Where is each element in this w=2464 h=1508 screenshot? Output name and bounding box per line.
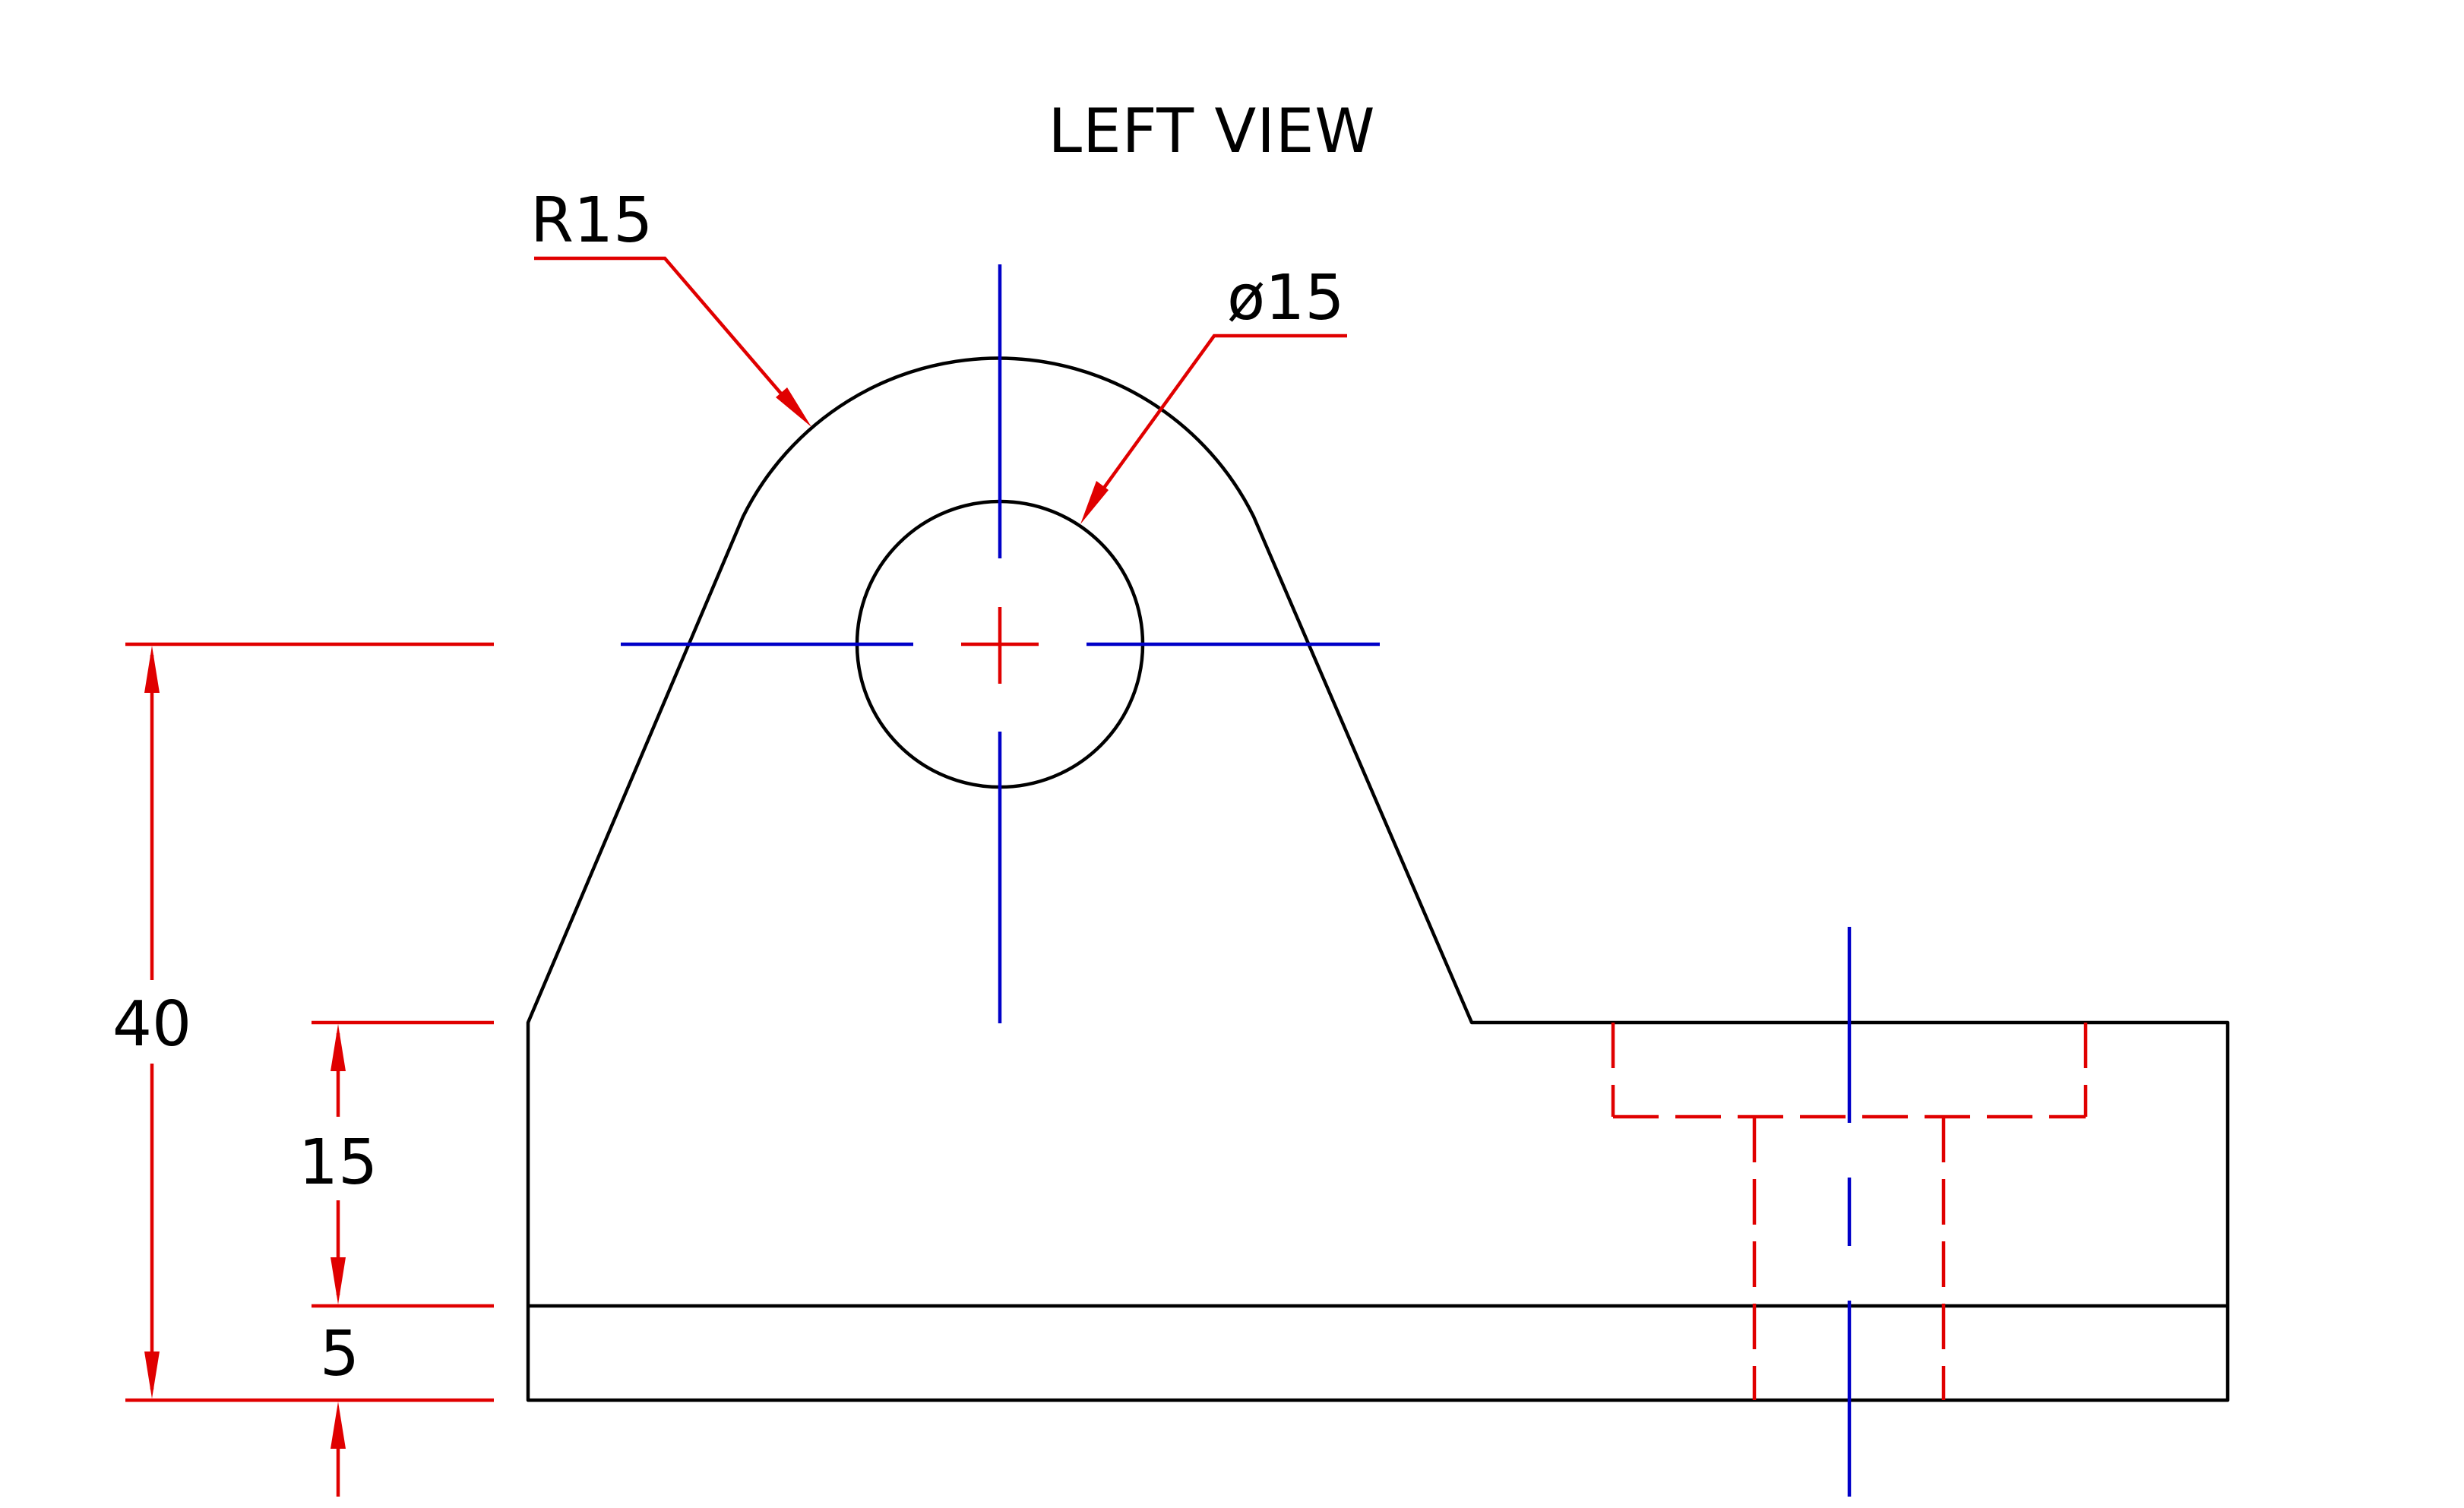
dimension-height-15-and-5: [312, 1020, 494, 1497]
view-title: LEFT VIEW: [1049, 96, 1376, 166]
radius-label: R15: [530, 185, 653, 257]
leader-line-dia15: [1093, 334, 1347, 503]
centerlines: [621, 264, 1852, 1497]
dimension-text-40: 40: [112, 988, 191, 1061]
arrowhead-r15: [776, 387, 811, 427]
arrowhead-15-bottom: [331, 1257, 346, 1304]
arrowhead-40-bottom: [144, 1352, 160, 1399]
hole-center-mark: [961, 607, 1039, 684]
leader-diameter: [1080, 334, 1347, 524]
dimension-text-15: 15: [299, 1127, 378, 1199]
diameter-label: ø15: [1227, 262, 1345, 334]
leader-radius: [534, 256, 811, 427]
arrowhead-dia15: [1080, 481, 1109, 524]
part-contour: [526, 356, 2230, 1402]
counterbore-hidden-lines: [1611, 1023, 2088, 1400]
leader-line-r15: [534, 256, 792, 406]
dimension-text-5: 5: [320, 1318, 359, 1390]
arrowhead-5-bottom: [331, 1402, 346, 1449]
arrowhead-15-top: [331, 1024, 346, 1071]
arrowhead-40-top: [144, 646, 160, 693]
dimension-height-40: [125, 642, 494, 1402]
part-outline: [526, 356, 2230, 1402]
